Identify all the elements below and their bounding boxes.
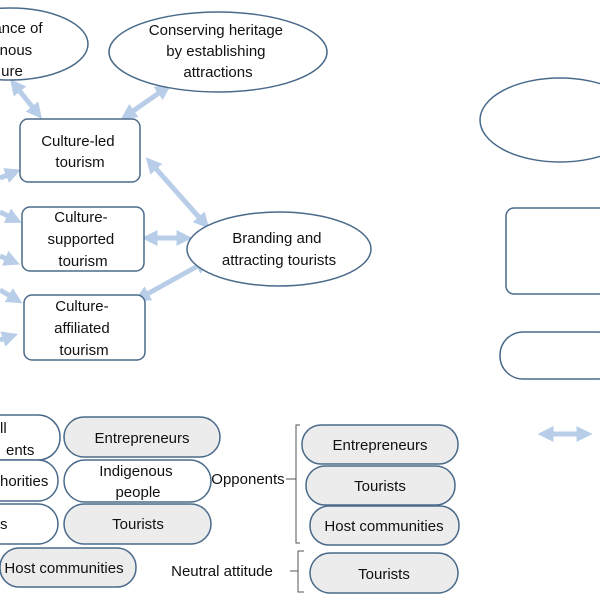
- empty-box: [505, 207, 600, 295]
- svg-text:Conserving heritage by e: Conserving heritage by establishing attr…: [149, 22, 287, 81]
- arrow-culture-led-to-top-left: [10, 79, 42, 119]
- node-text-line: ure: [1, 63, 23, 80]
- node-text-line: Conserving heritage: [149, 22, 283, 39]
- node-text-line: attracting tourists: [222, 252, 336, 269]
- pill-opponent-host-communities: [309, 505, 460, 546]
- opponents-bracket: [286, 424, 300, 544]
- node-branding-attracting-tourists: Branding and attracting tourists: [186, 211, 372, 287]
- svg-text:Culture- affiliated: Culture- affiliated tourism: [54, 298, 114, 359]
- pill-text: Tourists: [358, 566, 410, 583]
- pill-entrepreneurs: [63, 416, 221, 458]
- pill-text: horities: [0, 473, 48, 490]
- pill-text: Entrepreneurs: [94, 430, 189, 447]
- neutral-label: Neutral attitude: [171, 563, 273, 580]
- arrow-left-to-culture-supported-2: [0, 250, 20, 266]
- node-text-line: tourism: [55, 154, 104, 171]
- node-conserving-heritage: Conserving heritage by establishing attr…: [108, 11, 328, 93]
- pill-neutral-tourists: [309, 552, 459, 594]
- svg-text:ll ents: ll ents: [0, 420, 34, 459]
- pill-opponent-entrepreneurs: [301, 424, 459, 465]
- arrow-left-to-culture-affiliated-2: [0, 331, 19, 347]
- node-text-line: Culture-: [55, 298, 108, 315]
- node-text-line: tourism: [58, 253, 107, 270]
- svg-text:Branding and attracting: Branding and attracting tourists: [222, 230, 336, 269]
- pill-partial-1: [0, 414, 61, 461]
- node-text-line: Culture-led: [41, 133, 114, 150]
- pill-opponent-tourists: [305, 465, 456, 506]
- right-empty-shapes: [479, 77, 600, 380]
- pill-text: s: [0, 516, 8, 533]
- pill-text: Tourists: [354, 478, 406, 495]
- opponents-label: Opponents: [211, 471, 284, 488]
- neutral-bracket: [290, 550, 304, 593]
- pill-text: people: [115, 484, 160, 501]
- node-text-line: ance of: [0, 20, 43, 37]
- node-text-line: tourism: [59, 342, 108, 359]
- arrow-left-to-culture-led: [0, 168, 21, 183]
- left-stakeholder-group: ll ents Entrepreneurs horities Indigenou…: [0, 414, 221, 588]
- pill-text: Host communities: [4, 560, 123, 577]
- empty-ellipse: [479, 77, 600, 163]
- svg-text:Culture- supported: Culture- supported tourism: [48, 209, 119, 270]
- arrow-left-to-culture-affiliated: [0, 287, 23, 304]
- node-culture-affiliated-tourism: Culture- affiliated tourism: [23, 294, 146, 361]
- pill-text: Host communities: [324, 518, 443, 535]
- pill-partial-3: [0, 503, 59, 545]
- svg-text:ance of nous ure: ance of nous ure: [0, 20, 47, 80]
- node-culture-led-tourism: Culture-led tourism: [19, 118, 141, 183]
- pill-text: Entrepreneurs: [332, 437, 427, 454]
- pill-tourists: [63, 503, 212, 545]
- pill-text: Indigenous: [99, 463, 172, 480]
- node-text-line: Branding and: [232, 230, 321, 247]
- arrow-left-to-culture-supported: [0, 208, 22, 223]
- svg-text:Indigenous people: Indigenous people: [99, 463, 177, 501]
- pill-partial-2: [0, 459, 59, 502]
- node-text-line: attractions: [183, 64, 252, 81]
- arrow-culture-led-to-heritage: [120, 84, 172, 120]
- empty-pill: [499, 331, 600, 380]
- svg-text:Culture-led tourism: Culture-led tourism: [41, 133, 119, 171]
- node-text-line: nous: [0, 42, 32, 59]
- pill-text: ents: [6, 442, 34, 459]
- arrow-culture-led-to-branding: [145, 157, 210, 229]
- node-top-left-ellipse: ance of nous ure: [0, 7, 89, 81]
- arrow-culture-affiliated-to-branding: [134, 258, 211, 302]
- node-culture-supported-tourism: Culture- supported tourism: [21, 206, 145, 272]
- pill-text: Tourists: [112, 516, 164, 533]
- connector-arrows: [0, 79, 593, 443]
- node-text-line: Culture-: [54, 209, 107, 226]
- node-text-line: by establishing: [166, 43, 265, 60]
- pill-text: ll: [0, 420, 7, 437]
- node-text-line: supported: [48, 231, 115, 248]
- pill-host-communities: [0, 547, 137, 588]
- node-text-line: affiliated: [54, 320, 110, 337]
- right-stakeholder-group: Opponents Entrepreneurs Tourists Host co…: [171, 424, 460, 594]
- pill-indigenous-people: [63, 459, 212, 503]
